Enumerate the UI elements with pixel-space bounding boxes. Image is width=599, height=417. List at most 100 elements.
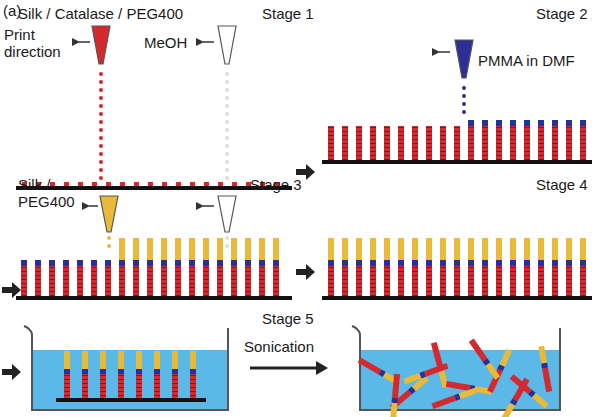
rod-segment [431, 395, 456, 409]
printed-pillar [468, 238, 474, 260]
printed-pillar [189, 238, 195, 260]
printed-pillar [147, 260, 153, 266]
droplet [462, 86, 466, 90]
printed-seed [204, 182, 209, 186]
printed-pillar [328, 126, 334, 160]
droplet [225, 152, 229, 156]
released-rod [538, 346, 552, 392]
printed-pillar [21, 266, 27, 296]
ink-label: Silk / Catalase / PEG400 [18, 5, 183, 22]
direction-arrow [89, 205, 98, 207]
printed-pillar [510, 126, 516, 160]
printed-pillar [454, 260, 460, 266]
printed-pillar [524, 238, 530, 260]
stage-label: Stage 3 [250, 176, 302, 193]
printed-pillar [440, 266, 446, 296]
printed-pillar [64, 369, 70, 374]
printed-pillar [454, 126, 460, 160]
printed-seed [64, 182, 69, 186]
printed-pillar [412, 238, 418, 260]
direction-label: Print direction [4, 26, 70, 60]
rod-segment [446, 381, 471, 391]
printed-pillar [328, 238, 334, 260]
released-rod [501, 378, 529, 417]
printed-pillar [426, 260, 432, 266]
droplet [99, 136, 103, 140]
printed-pillar [189, 266, 195, 296]
printed-pillar [231, 266, 237, 296]
printed-pillar [580, 260, 586, 266]
printed-pillar [468, 266, 474, 296]
droplet [225, 168, 229, 172]
printed-pillar [154, 351, 160, 369]
droplet [99, 144, 103, 148]
printed-pillar [384, 260, 390, 266]
droplet [99, 112, 103, 116]
printed-pillar [217, 266, 223, 296]
printed-pillar [580, 126, 586, 160]
printed-pillar [566, 266, 572, 296]
printed-pillar [203, 266, 209, 296]
printed-pillar [580, 266, 586, 296]
droplet [225, 88, 229, 92]
printed-pillar [580, 238, 586, 260]
printed-pillar [105, 266, 111, 296]
direction-arrow [203, 41, 214, 43]
printed-pillar [342, 126, 348, 160]
printed-pillar [440, 126, 446, 160]
printed-pillar [524, 126, 530, 160]
printed-pillar [133, 260, 139, 266]
rod-segment [392, 398, 398, 404]
droplet [99, 96, 103, 100]
printed-seed [232, 182, 237, 186]
printed-pillar [77, 260, 83, 266]
printed-pillar [524, 120, 530, 126]
droplet [225, 96, 229, 100]
rod-segment [485, 362, 500, 379]
printed-pillar [105, 260, 111, 266]
printed-pillar [64, 351, 70, 369]
printed-pillar [482, 266, 488, 296]
stage-arrow [296, 264, 315, 280]
droplet [99, 160, 103, 164]
printed-pillar [552, 260, 558, 266]
printed-pillar [259, 260, 265, 266]
rod-segment [459, 388, 477, 399]
printed-pillar [100, 351, 106, 369]
printed-pillar [259, 238, 265, 260]
droplet [462, 110, 466, 114]
printed-pillar [412, 126, 418, 160]
printed-pillar [217, 260, 223, 266]
stage-label: Stage 4 [536, 176, 588, 193]
printed-pillar [384, 126, 390, 160]
printed-pillar [566, 238, 572, 260]
printed-seed [162, 182, 167, 186]
printed-pillar [35, 260, 41, 266]
droplet [225, 72, 229, 76]
printed-pillar [398, 126, 404, 160]
printed-pillar [482, 126, 488, 160]
printed-pillar [426, 238, 432, 260]
printed-pillar [119, 266, 125, 296]
printed-pillar [510, 260, 516, 266]
printed-pillar [118, 369, 124, 374]
process-label: Sonication [244, 338, 314, 355]
droplet [99, 152, 103, 156]
printed-pillar [342, 238, 348, 260]
droplet [225, 236, 229, 240]
printed-seed [78, 182, 83, 186]
printed-pillar [398, 266, 404, 296]
printed-seed [134, 182, 139, 186]
printed-pillar [91, 260, 97, 266]
printed-seed [50, 182, 55, 186]
printed-pillar [175, 266, 181, 296]
printed-pillar [119, 238, 125, 260]
printed-pillar [384, 238, 390, 260]
printed-pillar [21, 260, 27, 266]
stage-label: Stage 1 [262, 5, 314, 22]
printed-pillar [328, 266, 334, 296]
printed-pillar [370, 238, 376, 260]
printed-pillar [524, 260, 530, 266]
droplet [225, 176, 229, 180]
beaker [352, 326, 560, 410]
